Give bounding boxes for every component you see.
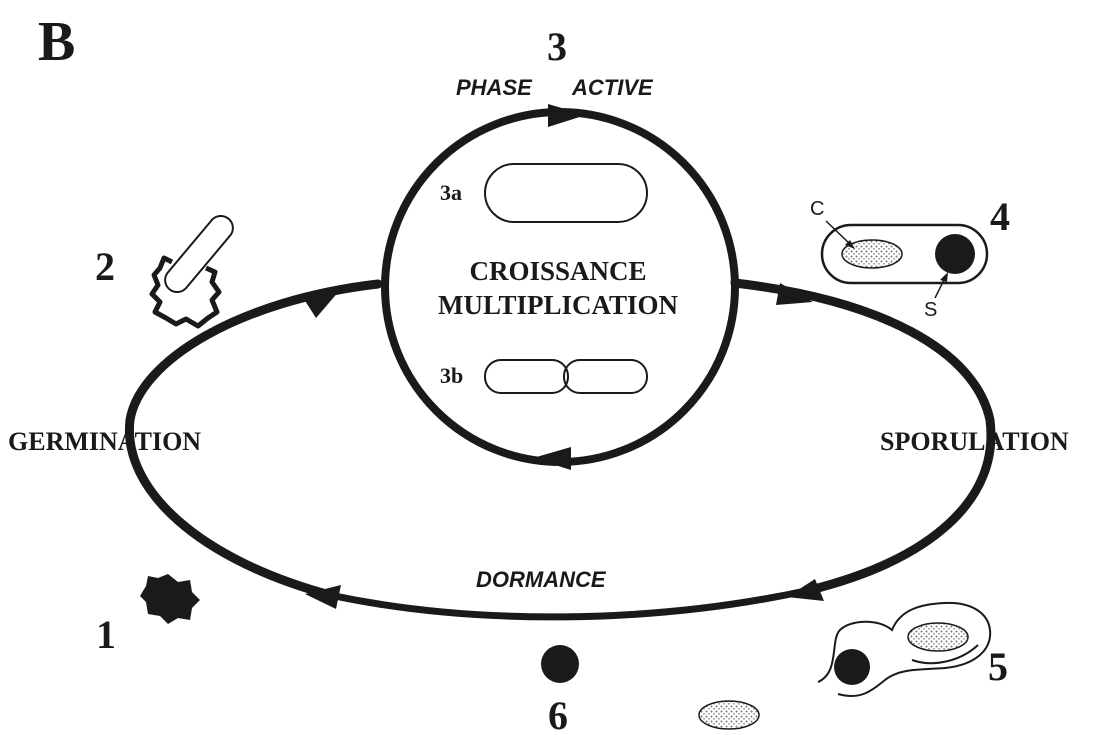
phase-label-word2: ACTIVE bbox=[571, 75, 654, 100]
cell-3b-label: 3b bbox=[440, 363, 463, 388]
cell-debris bbox=[698, 700, 760, 730]
cell-3b-left bbox=[484, 359, 569, 394]
free-spore bbox=[541, 645, 579, 683]
arrow-top bbox=[548, 104, 586, 127]
s-pointer-head bbox=[940, 272, 948, 282]
lysed-cell-wall-inner bbox=[911, 644, 979, 665]
germinating-spore-icon bbox=[149, 214, 234, 329]
mother-cell-remnant bbox=[907, 622, 969, 652]
germination-label: GERMINATION bbox=[8, 427, 201, 456]
stage-number-6: 6 bbox=[548, 693, 568, 735]
cycle-bottom-arc bbox=[326, 586, 814, 621]
endospore-s bbox=[935, 234, 975, 274]
lysed-cell-wall bbox=[817, 601, 992, 698]
c-label: C bbox=[810, 198, 824, 220]
arrow-bottom bbox=[533, 447, 571, 470]
center-line-1: CROISSANCE bbox=[469, 256, 646, 286]
dormant-spore-icon bbox=[140, 574, 200, 624]
cell-3a-label: 3a bbox=[440, 180, 462, 205]
phase-label-word1: PHASE bbox=[456, 75, 533, 100]
center-line-2: MULTIPLICATION bbox=[438, 290, 679, 320]
cell-3a bbox=[484, 163, 648, 223]
stage-number-1: 1 bbox=[96, 612, 116, 657]
c-pointer-head bbox=[845, 240, 855, 249]
sporulating-cell bbox=[820, 223, 989, 285]
panel-letter: B bbox=[38, 11, 75, 73]
stage-number-4: 4 bbox=[990, 194, 1010, 239]
cycle-left-arc bbox=[124, 279, 383, 600]
sporulation-label: SPORULATION bbox=[880, 427, 1069, 456]
cycle-right-arc bbox=[730, 278, 996, 595]
arrow-bottom-left bbox=[305, 585, 341, 609]
s-label: S bbox=[924, 299, 937, 321]
arrow-bottom-right bbox=[787, 579, 824, 601]
stage-number-3: 3 bbox=[547, 24, 567, 69]
cell-3b-right bbox=[563, 359, 648, 394]
stage-number-5: 5 bbox=[988, 644, 1008, 689]
arrow-right-down bbox=[776, 283, 813, 305]
dormance-label: DORMANCE bbox=[476, 567, 607, 592]
released-spore bbox=[834, 649, 870, 685]
c-pointer bbox=[825, 220, 853, 247]
arrow-left-up bbox=[302, 290, 340, 318]
cell-body-c bbox=[841, 239, 903, 269]
stage-number-2: 2 bbox=[95, 244, 115, 289]
